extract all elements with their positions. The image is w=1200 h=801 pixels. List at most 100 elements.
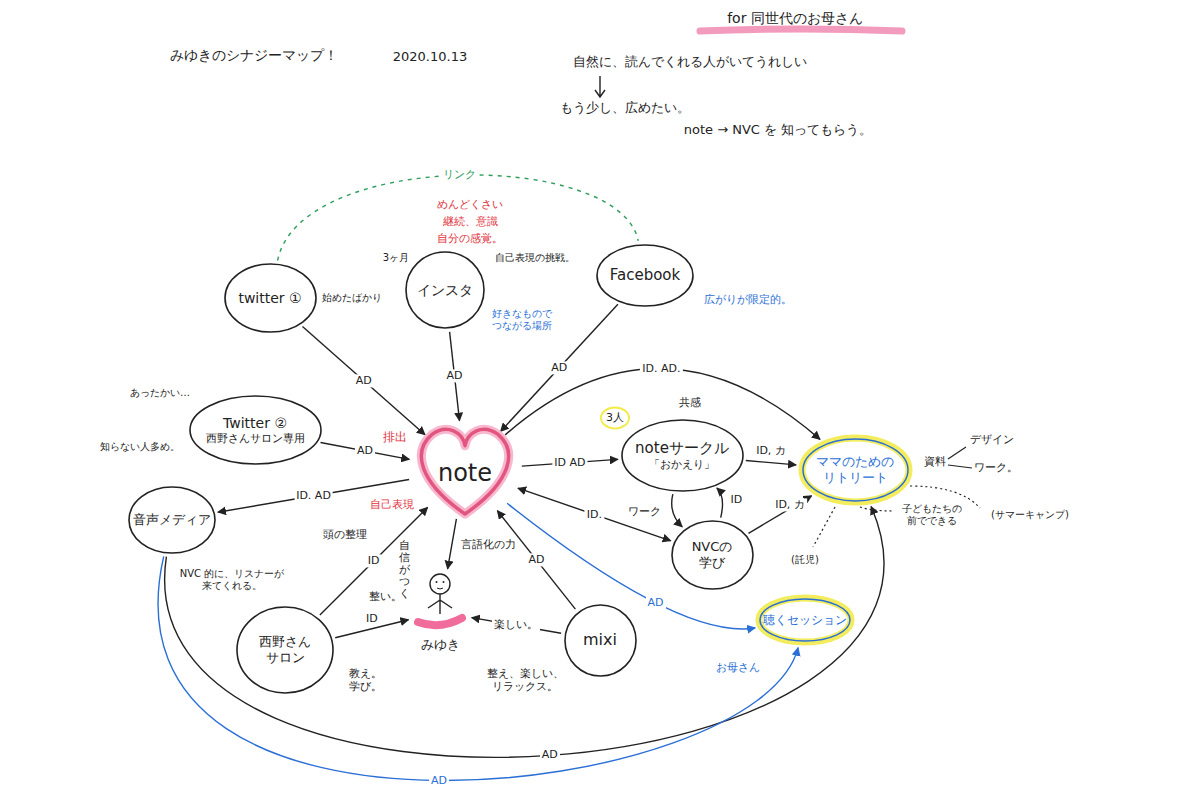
arrow-connector [448, 519, 457, 569]
circle-node: Facebook [595, 243, 695, 308]
heart-node: note [410, 423, 520, 518]
person-head [430, 574, 450, 594]
node-text-group: 聴くセッション [763, 613, 847, 627]
edge-label: AD [540, 749, 560, 762]
note-text: もう少し、広めたい。 [560, 100, 690, 116]
node-label: Twitter ② [223, 415, 287, 432]
note-text: 頭の整理 [323, 528, 367, 541]
edge-label: ID, カ [773, 498, 807, 511]
circle-node: noteサークル「おかえり」 [620, 418, 745, 493]
circle-node: ママのための リトリート [798, 434, 913, 506]
note-branch [948, 447, 972, 468]
dotted-leader [860, 507, 893, 511]
note-text: (サマーキャンプ) [991, 509, 1069, 521]
note-text: めんどくさい [437, 198, 503, 211]
circle-outline [803, 439, 908, 501]
note-text: 自己表現 [370, 498, 414, 511]
arrow-connector [165, 507, 884, 758]
edge-label: AD [445, 370, 465, 383]
node-text-group: noteサークル「おかえり」 [635, 439, 729, 471]
arrow-connector [497, 511, 575, 609]
circled-note: 3人 [600, 406, 630, 429]
circle-outline [597, 245, 693, 306]
circle-outline [565, 605, 636, 676]
note-text: デザイン [970, 433, 1014, 446]
note-text: 継続、意識 [443, 215, 498, 228]
circle-node: 聴くセッション [755, 594, 855, 646]
note-text: ワーク。 [974, 461, 1018, 474]
node-text-group: 西野さん サロン [255, 634, 315, 665]
circle-node: twitter ① [223, 262, 318, 334]
arrow-connector [749, 496, 812, 534]
node-label: mixi [583, 630, 617, 649]
circle-outline [760, 599, 850, 641]
edge-label: AD [429, 774, 449, 787]
node-text-group: twitter ① [238, 290, 301, 307]
person-node: みゆき [410, 570, 470, 655]
edge-label: ID, カ [754, 444, 788, 457]
edge-label: ID [364, 612, 380, 625]
note-text: 知らない人多め。 [100, 441, 180, 453]
down-arrow [595, 76, 605, 97]
note-text: 3ヶ月 [383, 252, 409, 264]
arrow-connector [507, 503, 755, 629]
circle-node: NVCの 学び [670, 519, 755, 591]
node-text-group: mixi [583, 630, 617, 649]
circle-outline [622, 420, 743, 491]
edge-label: AD [355, 444, 375, 457]
note-text: あったかい… [130, 387, 190, 399]
person-eye [443, 581, 445, 583]
highlight-ring [802, 438, 909, 502]
note-text: 共感 [679, 396, 701, 409]
circle-node: 西野さん サロン [235, 605, 335, 695]
arrow-connector [672, 494, 683, 527]
edge-label: ID [728, 493, 744, 506]
node-label: みゆき [421, 637, 460, 653]
person-eye [436, 581, 438, 583]
note-text: 広がりが限定的。 [704, 293, 792, 306]
circle-node: インスタ [404, 250, 486, 330]
circle-outline [190, 396, 321, 464]
node-label: 聴くセッション [763, 613, 847, 627]
heart-outline [421, 429, 508, 514]
node-label: NVCの 学び [688, 539, 736, 570]
node-text-group: note [438, 453, 492, 488]
edge-label: AD [646, 596, 666, 609]
node-label: ママのための リトリート [813, 454, 898, 485]
note-text: (託児) [791, 554, 819, 566]
arrow-connector [320, 507, 428, 615]
note-text: 資料 [924, 455, 946, 468]
node-text-group: Facebook [610, 266, 680, 284]
note-text: 始めたばかり [322, 292, 382, 304]
arrow-connector [158, 556, 798, 780]
arrow-connector [321, 443, 410, 460]
note-text: note → NVC を 知ってもらう。 [684, 122, 872, 138]
node-label: note [438, 459, 492, 488]
map-title: みゆきのシナジーマップ！ [170, 47, 338, 65]
arrow-connector [717, 488, 723, 518]
highlight-ring [759, 598, 851, 642]
edge-label: ID. [585, 508, 604, 521]
circle-node: 音声メディア [127, 485, 217, 555]
note-text: 2020.10.13 [393, 49, 467, 65]
edge-label: ワーク [626, 505, 663, 518]
arrow-connector [746, 461, 796, 465]
edge-label: 楽しい。 [492, 619, 540, 632]
node-text-group: Twitter ②西野さんサロン専用 [206, 415, 305, 446]
edge-label: ID [366, 555, 382, 568]
note-text: 子どもたちの 前でできる [896, 503, 968, 527]
node-text-group: みゆき [421, 637, 460, 655]
dotted-leader [813, 507, 835, 547]
node-text-group: 音声メディア [133, 512, 211, 528]
circle-outline [237, 607, 333, 693]
note-text: 好きなもので つながる場所 [489, 308, 555, 332]
circle-node: Twitter ②西野さんサロン専用 [188, 394, 323, 466]
note-text: 排出 [383, 430, 407, 444]
node-label: 音声メディア [133, 512, 211, 528]
circle-outline [225, 264, 316, 332]
edge-label: ID. AD. [640, 362, 682, 375]
note-text: 自分の感覚。 [437, 232, 503, 245]
